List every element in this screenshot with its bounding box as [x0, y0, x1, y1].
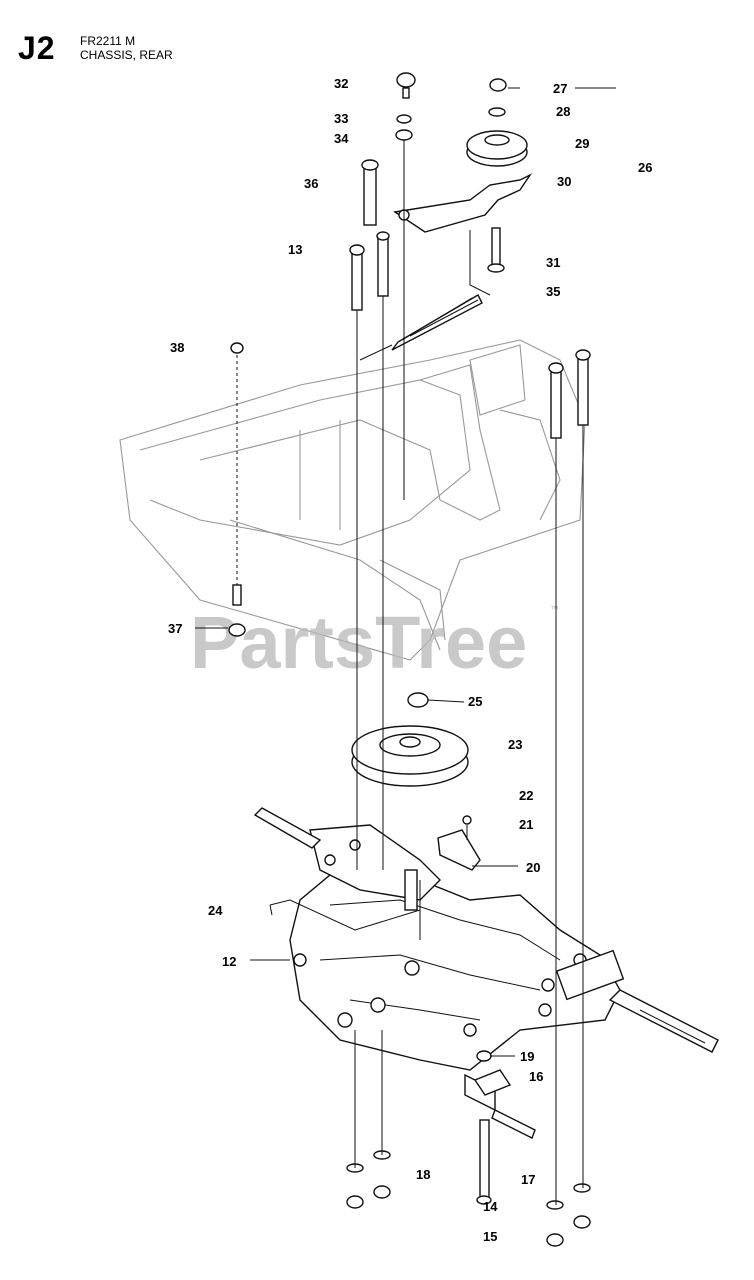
callout-14: 14: [483, 1199, 498, 1214]
callout-18: 18: [416, 1167, 430, 1182]
header: J2 FR2211 M CHASSIS, REAR: [18, 30, 278, 70]
callout-38: 38: [170, 340, 184, 355]
callouts: 32 33 34 36 13 38 37 27 28 29 26 30 31 3…: [168, 76, 652, 1244]
model-number: FR2211 M: [80, 34, 136, 48]
callout-33: 33: [334, 111, 348, 126]
section-name: CHASSIS, REAR: [80, 48, 173, 62]
callout-35: 35: [546, 284, 560, 299]
callout-34: 34: [334, 131, 349, 146]
bolts: [228, 72, 591, 1205]
callout-15: 15: [483, 1229, 497, 1244]
callout-24: 24: [208, 903, 223, 918]
callout-36: 36: [304, 176, 318, 191]
callout-32: 32: [334, 76, 348, 91]
transaxle-housing: [253, 807, 719, 1071]
callout-13: 13: [288, 242, 302, 257]
section-code: J2: [18, 30, 56, 66]
watermark-trademark: ™: [550, 604, 559, 614]
chassis-frame: [119, 339, 586, 661]
nuts-washers: [346, 1150, 591, 1247]
callout-28: 28: [556, 104, 570, 119]
callout-27: 27: [553, 81, 567, 96]
clip: [407, 692, 465, 708]
center-lines: [236, 140, 584, 1205]
spring: [359, 294, 483, 361]
callout-23: 23: [508, 737, 522, 752]
callout-21: 21: [519, 817, 533, 832]
callout-22: 22: [519, 788, 533, 803]
callout-25: 25: [468, 694, 482, 709]
watermark: PartsTree: [190, 601, 527, 684]
leader-lines: [195, 87, 616, 1057]
callout-31: 31: [546, 255, 560, 270]
pulley: [351, 725, 469, 787]
callout-29: 29: [575, 136, 589, 151]
callout-20: 20: [526, 860, 540, 875]
callout-12: 12: [222, 954, 236, 969]
callout-30: 30: [557, 174, 571, 189]
callout-17: 17: [521, 1172, 535, 1187]
callout-19: 19: [520, 1049, 534, 1064]
idler-assembly: [393, 78, 533, 296]
callout-16: 16: [529, 1069, 543, 1084]
callout-37: 37: [168, 621, 182, 636]
callout-26: 26: [638, 160, 652, 175]
